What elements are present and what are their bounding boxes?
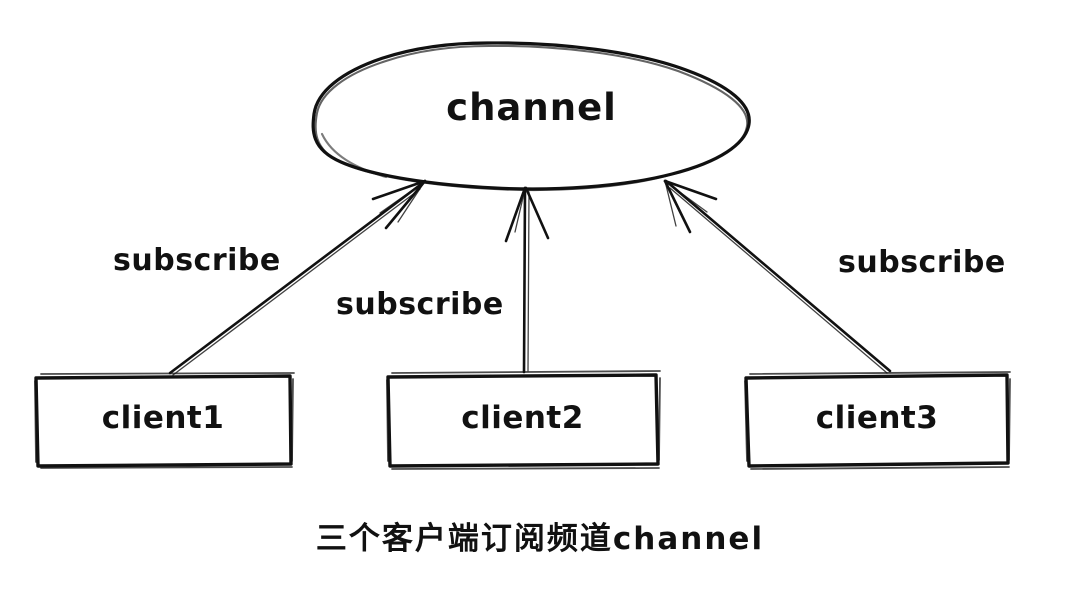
arrow-client3-to-channel <box>663 179 892 374</box>
client1-box-shape <box>34 372 295 469</box>
diagram-caption: 三个客户端订阅频道channel <box>315 521 765 557</box>
client3-node-label: client3 <box>815 400 939 436</box>
arrow-client1-to-channel <box>168 179 427 376</box>
client2-node-label: client2 <box>461 400 584 436</box>
edge-label-subscribe-client2: subscribe <box>336 287 504 322</box>
client1-node-label: client1 <box>101 400 225 436</box>
edge-label-subscribe-client3: subscribe <box>838 245 1006 280</box>
arrow-client2-to-channel <box>504 186 550 374</box>
client3-box-shape <box>744 371 1011 470</box>
client2-box-shape <box>386 370 661 470</box>
edge-label-subscribe-client1: subscribe <box>113 243 281 278</box>
channel-node-label: channel <box>446 86 617 129</box>
